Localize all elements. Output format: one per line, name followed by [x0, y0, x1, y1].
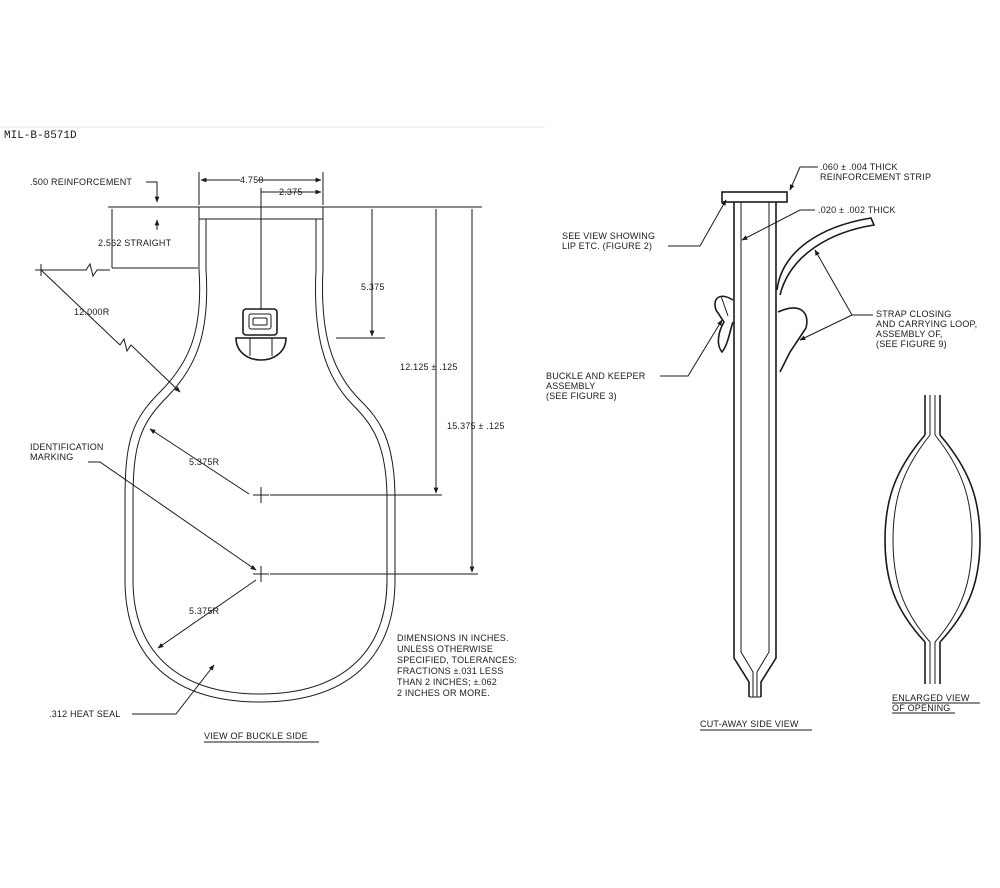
- notes-line-4: FRACTIONS ±.031 LESS: [397, 666, 503, 676]
- opening-view: ENLARGED VIEW OF OPENING: [884, 395, 981, 714]
- strip-label-line1: .060 ± .004 THICK: [820, 162, 898, 172]
- opening-caption-line2: OF OPENING: [892, 703, 951, 713]
- strip-label-line2: REINFORCEMENT STRIP: [820, 172, 931, 182]
- opening-outline: [884, 434, 926, 643]
- ident-label-line2: MARKING: [30, 452, 73, 462]
- buckle-icon: [235, 308, 287, 361]
- heat-seal-label: .312 HEAT SEAL: [49, 709, 121, 719]
- radius-lower-label: 5.375R: [189, 606, 220, 616]
- strap-label-line3: ASSEMBLY OF,: [876, 329, 943, 339]
- notes-line-6: 2 INCHES OR MORE.: [397, 688, 490, 698]
- ident-label-line1: IDENTIFICATION: [30, 442, 104, 452]
- buckle-label-line2: ASSEMBLY: [546, 381, 595, 391]
- radius-upper-label: 5.375R: [189, 457, 220, 467]
- strap-loop: [776, 217, 876, 296]
- strap-label-line1: STRAP CLOSING: [876, 309, 951, 319]
- width-half-label: 2.375: [279, 187, 303, 197]
- notes-line-5: THAN 2 INCHES; ±.062: [397, 677, 497, 687]
- buckle-keeper-icon: [714, 295, 734, 354]
- spec-number: MIL-B-8571D: [4, 130, 77, 142]
- strap-label-line2: AND CARRYING LOOP,: [876, 319, 977, 329]
- buckle-label-line1: BUCKLE AND KEEPER: [546, 371, 646, 381]
- notes-line-3: SPECIFIED, TOLERANCES:: [397, 655, 517, 665]
- notes-block: DIMENSIONS IN INCHES. UNLESS OTHERWISE S…: [397, 633, 517, 698]
- height-buckle-label: 5.375: [361, 282, 385, 292]
- lip-label-line1: SEE VIEW SHOWING: [562, 231, 655, 241]
- thick-020-label: .020 ± .002 THICK: [818, 205, 896, 215]
- reinforcement-label: .500 REINFORCEMENT: [30, 177, 132, 187]
- cutaway-side-view: .060 ± .004 THICK REINFORCEMENT STRIP .0…: [546, 162, 977, 731]
- notes-line-2: UNLESS OTHERWISE: [397, 644, 493, 654]
- height-mid-label: 12.125 ± .125: [400, 362, 458, 372]
- notes-line-1: DIMENSIONS IN INCHES.: [397, 633, 509, 643]
- straight-label: 2.562 STRAIGHT: [98, 238, 172, 248]
- strap-label-line4: (SEE FIGURE 9): [876, 339, 947, 349]
- radius-large-label: 12.000R: [74, 307, 110, 317]
- height-total-label: 15.375 ± .125: [447, 421, 505, 431]
- buckle-label-line3: (SEE FIGURE 3): [546, 391, 617, 401]
- lower-radius-center: [253, 566, 269, 582]
- buckle-side-caption: VIEW OF BUCKLE SIDE: [204, 731, 308, 741]
- buckle-side-view: .500 REINFORCEMENT 4.750 2.375 2.562 STR…: [30, 172, 505, 743]
- width-total-label: 4.750: [240, 175, 264, 185]
- bag-outline-outer: [124, 206, 396, 703]
- lip-label-line2: LIP ETC. (FIGURE 2): [562, 241, 652, 251]
- side-view-caption: CUT-AWAY SIDE VIEW: [700, 719, 799, 729]
- bag-outline-inner: [132, 218, 388, 695]
- upper-radius-center: [253, 487, 269, 503]
- opening-caption-line1: ENLARGED VIEW: [892, 693, 970, 703]
- reinforcement-strip: [721, 191, 788, 203]
